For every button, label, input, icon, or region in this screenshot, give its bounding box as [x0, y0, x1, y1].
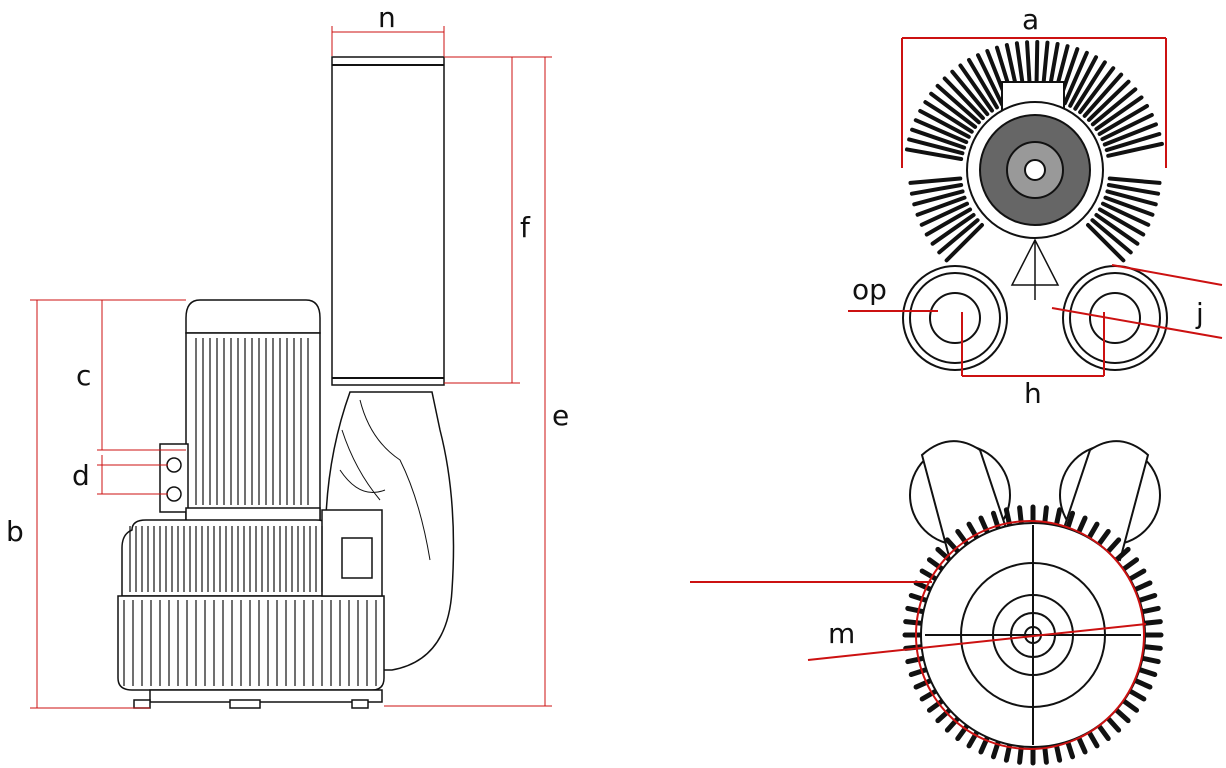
fin [1105, 189, 1158, 207]
motor-cap [185, 299, 321, 334]
fin [1068, 55, 1099, 108]
label-b: b [6, 515, 24, 548]
fin [919, 201, 970, 227]
fin [937, 218, 980, 255]
label-m: m [828, 617, 856, 650]
fin [924, 207, 973, 237]
label-a: a [1022, 3, 1040, 36]
fin [944, 223, 984, 263]
label-e: e [552, 399, 570, 432]
m-circle [915, 520, 1145, 750]
fin [942, 76, 985, 121]
label-h: h [1024, 377, 1042, 410]
label-c: c [76, 359, 92, 392]
fin [1073, 60, 1107, 111]
fin [1104, 131, 1162, 153]
fin [912, 189, 965, 207]
fin [950, 69, 990, 117]
terminal-box [159, 443, 189, 513]
fin [1102, 122, 1158, 147]
fin [908, 176, 963, 185]
fin [1062, 50, 1089, 106]
fin [1086, 79, 1131, 122]
fin [1097, 207, 1146, 237]
fin [1106, 141, 1164, 158]
label-op: op [852, 273, 887, 306]
fin [913, 118, 969, 145]
side-view-drawing [117, 56, 455, 709]
fin [1090, 218, 1133, 255]
fin [904, 147, 964, 161]
bottom-view-core [920, 522, 1146, 748]
fin [935, 83, 981, 125]
motor-body [185, 332, 321, 521]
fin [958, 63, 994, 113]
label-f: f [520, 211, 530, 244]
fin [909, 183, 964, 196]
fin [976, 53, 1005, 107]
label-j: j [1196, 297, 1204, 330]
fin [1082, 72, 1124, 118]
fin [1106, 183, 1161, 196]
side-view-fins [123, 338, 377, 686]
fin [1078, 66, 1116, 115]
fin [907, 137, 965, 156]
fin [929, 91, 978, 129]
bottom-view-dimensions [690, 520, 1147, 750]
silencer-cylinder [331, 56, 445, 386]
fin [1094, 213, 1140, 246]
fin [923, 100, 974, 134]
base-foot [149, 689, 383, 703]
fin [1103, 195, 1155, 217]
fin [967, 57, 999, 110]
fin [915, 195, 967, 217]
label-n: n [378, 1, 396, 34]
fin [930, 213, 976, 246]
side-view-dimensions [30, 26, 552, 709]
fin [918, 108, 971, 139]
fin [1094, 95, 1144, 131]
fin [910, 127, 967, 150]
fin [1100, 201, 1151, 227]
blower-lower-housing [117, 595, 385, 691]
fin [1107, 176, 1162, 185]
fin [1097, 104, 1150, 136]
label-d: d [72, 459, 90, 492]
fin [1100, 113, 1154, 142]
fin [1090, 87, 1138, 127]
top-view-dimensions [848, 37, 1223, 377]
fin [1086, 223, 1126, 263]
top-view-core [909, 81, 1161, 364]
